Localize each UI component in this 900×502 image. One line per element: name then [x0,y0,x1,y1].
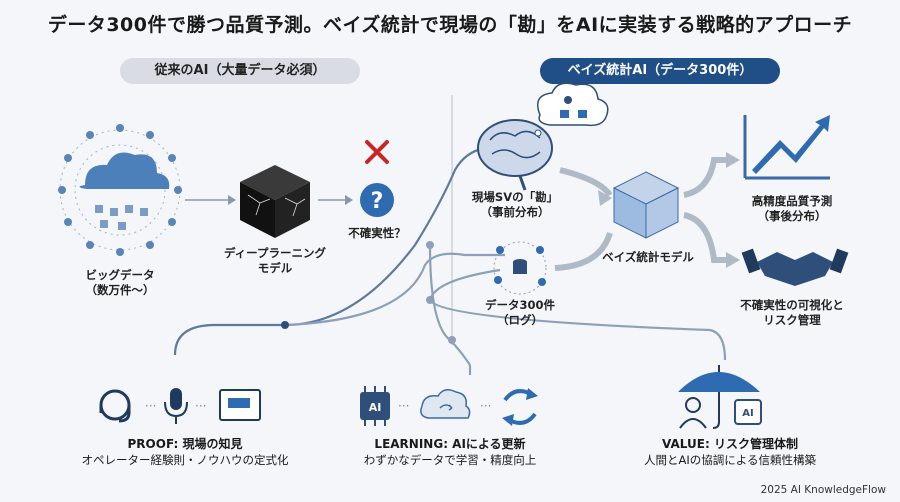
learning-heading: LEARNING: AIによる更新 [374,437,526,451]
handshake-icon [741,248,849,286]
data300-line1: データ300件 [484,298,555,312]
page-title: データ300件で勝つ品質予測。ベイズ統計で現場の「勘」をAIに実装する戦略的アプ… [47,14,853,36]
prediction-label: 高精度品質予測 （事後分布） [722,194,862,224]
svg-text:?: ? [371,189,384,214]
cloud-sync-icon [420,389,471,419]
value-heading: VALUE: リスク管理体制 [662,437,798,451]
big-data-line1: ビッグデータ [85,268,155,282]
svg-text:···: ··· [195,399,206,413]
flow-lines [173,146,727,375]
right-header: ベイズ統計AI（データ300件） [540,58,780,84]
risk-line2: リスク管理 [763,313,821,327]
prediction-line1: 高精度品質予測 [751,194,833,208]
chat-window-icon [219,389,261,421]
question-icon: ? [360,183,394,217]
microphone-icon [164,388,188,424]
learning-block: LEARNING: AIによる更新 わずかなデータで学習・精度向上 [320,436,580,468]
proof-block: PROOF: 現場の知見 オペレーター経験則・ノウハウの定式化 [40,436,330,468]
proof-heading: PROOF: 現場の知見 [127,437,243,451]
left-header: 従来のAI（大量データ必須） [120,58,360,84]
proof-sub: オペレーター経験則・ノウハウの定式化 [81,453,289,467]
headset-person-icon [99,389,131,423]
deep-learning-label: ディープラーニング モデル [215,246,335,276]
big-data-line2: （数万件〜） [85,283,155,297]
footer-credit: 2025 AI KnowledgeFlow [760,484,886,496]
black-box-cube-icon [240,165,310,238]
deep-learning-line2: モデル [257,261,293,275]
svg-text:AI: AI [742,408,753,419]
ai-chip-icon: AI [360,386,390,426]
sv-intuition-label: 現場SVの「勘」 （事前分布） [460,190,570,220]
bayes-cube-icon [612,171,680,239]
value-sub: 人間とAIの協調による信頼性構築 [644,453,816,467]
svg-text:···: ··· [398,399,409,413]
flow-line-proof [173,146,486,356]
bayes-model-label: ベイズ統計モデル [602,250,694,264]
svg-text:···: ··· [145,399,156,413]
learning-sub: わずかなデータで学習・精度向上 [363,453,537,467]
person-icon [679,397,707,429]
ai-chip-icon-value: AI [734,399,762,425]
svg-text:AI: AI [369,401,382,414]
sv-intuition-line2: （事前分布） [480,205,550,219]
big-data-cloud-icon [58,124,182,256]
data300-line2: （ログ） [497,313,543,327]
prediction-line2: （事後分布） [757,209,827,223]
svg-text:···: ··· [480,399,491,413]
uncertainty-label: 不確実性？ [348,226,406,240]
value-block: VALUE: リスク管理体制 人間とAIの協調による信頼性構築 [610,436,850,468]
thought-bubble-icon [534,82,609,137]
trend-chart-icon [743,115,830,180]
sv-intuition-line1: 現場SVの「勘」 [471,190,559,204]
brain-icon [477,119,553,191]
umbrella-icon [678,365,760,429]
big-data-label: ビッグデータ （数万件〜） [60,268,180,298]
cross-icon [365,140,389,164]
risk-line1: 不確実性の可視化と [740,298,844,312]
risk-label: 不確実性の可視化と リスク管理 [722,298,862,328]
data300-label: データ300件 （ログ） [465,298,575,328]
small-data-hub-icon [493,241,547,295]
deep-learning-line1: ディープラーニング [223,246,326,260]
